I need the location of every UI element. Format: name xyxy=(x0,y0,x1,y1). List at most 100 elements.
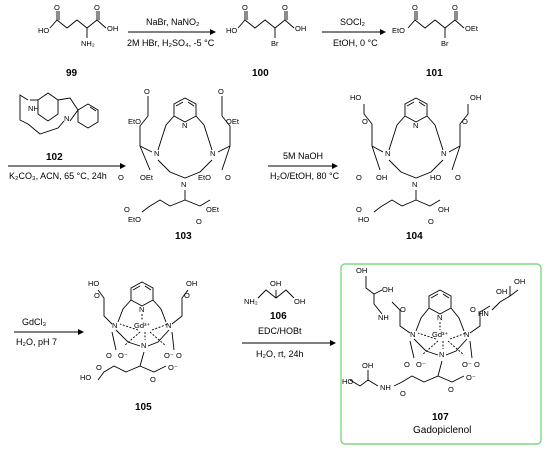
atom-label: O xyxy=(452,3,458,12)
atom-label: OH xyxy=(362,361,373,370)
arrow-head xyxy=(210,29,216,35)
atom-label: N xyxy=(154,149,159,158)
step1-reagents: NaBr, NaNO₂ xyxy=(146,17,200,27)
atom-label: O xyxy=(400,305,406,314)
atom-label: OH xyxy=(496,287,507,296)
atom-label: OH xyxy=(438,205,449,214)
atom-label: N xyxy=(182,121,187,130)
atom-label: N xyxy=(412,180,417,189)
atom-label: HO xyxy=(430,173,441,182)
product-highlight-box xyxy=(340,263,542,445)
atom-label: OH xyxy=(470,93,481,102)
atom-label: EtO xyxy=(128,117,141,126)
atom-label: N xyxy=(385,149,390,158)
step4-conditions: H₂O/EtOH, 80 °C xyxy=(270,171,340,181)
step5-conditions: H₂O, pH 7 xyxy=(16,337,57,347)
atom-label: OH xyxy=(514,277,525,286)
compound-100-structure: HO O O OH Br xyxy=(226,3,306,48)
atom-label: O xyxy=(225,173,231,182)
atom-label: N xyxy=(464,330,469,339)
atom-label: O⁻ xyxy=(118,351,128,360)
compound-label-101: 101 xyxy=(426,68,443,79)
atom-label: O xyxy=(470,305,476,314)
atom-label: O xyxy=(356,205,362,214)
atom-label: O xyxy=(96,363,102,372)
compound-106-structure: NH₂ OH OH xyxy=(244,279,305,306)
compound-label-106: 106 xyxy=(270,311,287,322)
atom-label: O xyxy=(150,375,156,384)
step1-conditions: 2M HBr, H₂SO₄, -5 °C xyxy=(127,38,215,48)
atom-label: N xyxy=(64,114,69,123)
atom-label: O xyxy=(242,3,248,12)
atom-label: O xyxy=(94,291,100,300)
gd-ion: Gd³⁺ xyxy=(432,330,449,339)
atom-label: OH xyxy=(294,297,305,306)
atom-label: HO xyxy=(88,279,99,288)
atom-label: O xyxy=(400,389,406,398)
atom-label: N xyxy=(439,350,444,359)
atom-label: O⁻ xyxy=(164,351,174,360)
atom-label: N xyxy=(210,149,215,158)
atom-label: O xyxy=(144,87,150,96)
atom-label: O xyxy=(404,360,410,369)
atom-label: N xyxy=(141,341,146,350)
atom-label: O xyxy=(54,3,60,12)
atom-label: Br xyxy=(271,39,279,48)
compound-102-structure: NH N xyxy=(19,92,99,135)
compound-label-103: 103 xyxy=(175,231,192,242)
step2-conditions: EtOH, 0 °C xyxy=(333,38,378,48)
atom-label: OEt xyxy=(140,173,154,182)
atom-label: EtO xyxy=(128,215,141,224)
atom-label: O xyxy=(118,173,124,182)
atom-label: O⁻ xyxy=(416,360,426,369)
atom-label: N xyxy=(181,180,186,189)
compound-105-structure: N Gd³⁺ N N N HO O O O⁻ OH O O⁻ O HO O O⁻… xyxy=(80,279,197,384)
step6-conditions: H₂O, rt, 24h xyxy=(256,349,304,359)
atom-label: O xyxy=(124,205,130,214)
atom-label: N xyxy=(437,313,442,322)
compound-label-100: 100 xyxy=(252,68,269,79)
atom-label: N xyxy=(413,121,418,130)
atom-label: O xyxy=(412,3,418,12)
product-name: Gadopiclenol xyxy=(413,425,471,436)
arrow-head xyxy=(78,329,84,335)
atom-label: N xyxy=(139,305,144,314)
atom-label: O xyxy=(474,360,480,369)
atom-label: HO xyxy=(80,373,91,382)
atom-label: OH xyxy=(382,285,393,294)
atom-label: OEt xyxy=(465,24,479,33)
compound-104-structure: N N N N HO O O OH OH O HO O O HO OH O xyxy=(350,93,481,226)
step5-reagents: GdCl₃ xyxy=(22,317,47,327)
atom-label: N xyxy=(112,321,117,330)
compound-label-102: 102 xyxy=(46,152,63,163)
step4-reagents: 5M NaOH xyxy=(283,151,323,161)
atom-label: OH xyxy=(356,266,367,275)
atom-label: O xyxy=(94,3,100,12)
step6-reagents: EDC/HOBt xyxy=(258,326,302,336)
atom-label: N xyxy=(441,149,446,158)
atom-label: OH xyxy=(376,173,387,182)
atom-label: O⁻ xyxy=(168,363,178,372)
atom-label: O xyxy=(448,385,454,394)
atom-label: N xyxy=(166,321,171,330)
compound-101-structure: EtO O O OEt Br xyxy=(392,3,479,48)
atom-label: OEt xyxy=(206,205,220,214)
atom-label: OH xyxy=(107,24,118,33)
atom-label: O xyxy=(184,291,190,300)
atom-label: O xyxy=(362,117,368,126)
atom-label: O xyxy=(282,3,288,12)
atom-label: O xyxy=(356,173,362,182)
step2-reagents: SOCl₂ xyxy=(340,17,366,27)
atom-label: NH₂ xyxy=(244,297,258,306)
arrow-head xyxy=(380,29,386,35)
atom-label: HO xyxy=(350,93,361,102)
arrow-head xyxy=(330,340,336,346)
atom-label: HO xyxy=(38,26,49,35)
atom-label: O xyxy=(106,351,112,360)
atom-label: HN xyxy=(478,309,489,318)
atom-label: HO xyxy=(342,377,353,386)
atom-label: NH xyxy=(28,104,39,113)
atom-label: OH xyxy=(295,24,306,33)
atom-label: N xyxy=(410,330,415,339)
atom-label: O xyxy=(176,351,182,360)
